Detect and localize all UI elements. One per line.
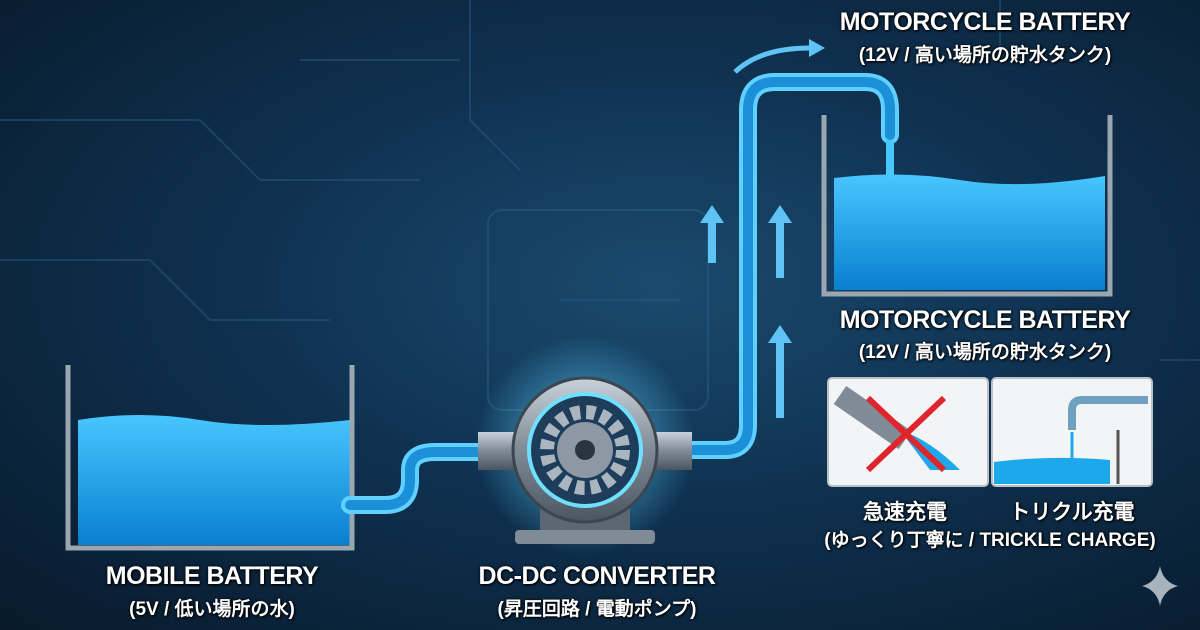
pump-icon — [475, 335, 695, 555]
tank-motorcycle-subtitle: (12V / 高い場所の貯水タンク) — [858, 342, 1112, 363]
fast-charge-caption: 急速充電 — [863, 501, 947, 524]
motorcycle-battery-tank — [821, 115, 1113, 297]
converter-title: DC-DC CONVERTER — [478, 562, 716, 590]
circuit-traces — [0, 0, 1200, 411]
arrow-up-icon — [768, 205, 792, 278]
flow-arrows — [700, 39, 825, 418]
top-motorcycle-title: MOTORCYCLE BATTERY — [839, 8, 1131, 36]
top-motorcycle-subtitle: (12V / 高い場所の貯水タンク) — [858, 45, 1112, 66]
arrow-up-icon — [768, 325, 792, 418]
inset-fast-charge — [827, 377, 989, 487]
arrow-up-icon — [700, 205, 724, 263]
gear-icon — [540, 405, 630, 495]
mobile-battery-subtitle: (5V / 低い場所の水) — [129, 599, 295, 620]
mobile-battery-tank — [65, 365, 355, 551]
trickle-charge-caption: トリクル充電 — [1009, 501, 1135, 524]
tank-motorcycle-title: MOTORCYCLE BATTERY — [839, 306, 1131, 334]
converter-subtitle: (昇圧回路 / 電動ポンプ) — [497, 599, 697, 620]
cross-icon — [865, 395, 947, 473]
mobile-battery-title: MOBILE BATTERY — [105, 562, 319, 590]
curved-arrow-shaft — [733, 45, 811, 74]
arrow-right-icon — [809, 39, 825, 57]
pipe — [341, 73, 899, 514]
sparkle-icon — [1142, 566, 1178, 606]
trickle-charge-note: (ゆっくり丁寧に / TRICKLE CHARGE) — [824, 530, 1156, 551]
inset-trickle-charge — [991, 377, 1153, 487]
